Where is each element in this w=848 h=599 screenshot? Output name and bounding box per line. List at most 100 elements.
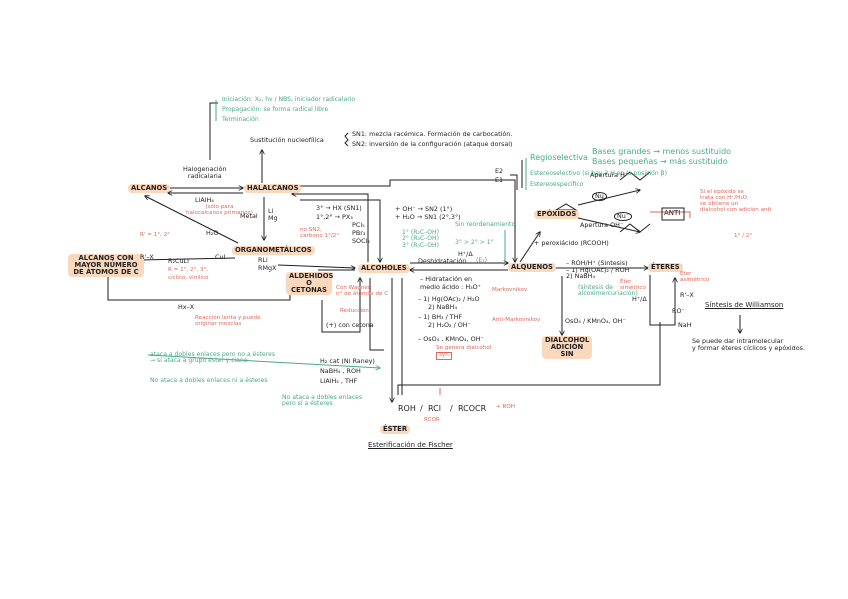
ester-rcor: RCOR (424, 417, 440, 423)
node-alcanos-mayor-line-2: MAYOR NÚMERO (74, 261, 138, 270)
hid-oso4: – OsO₄ , KMnO₄, OH⁻ (418, 335, 484, 343)
alcalq-e1: (E₁) (476, 257, 488, 264)
halogenacion-title: Halogenación radicalaria (183, 166, 227, 179)
line-eteres-return (397, 322, 661, 395)
epox-nota-line-4: dialcohol con adición anti (700, 206, 772, 213)
sustitucion-title: Sustitución nucleofílica (250, 136, 324, 144)
eter-simetrico-line-1: Éter (620, 279, 632, 285)
ester-esterificacion: Esterificación de Fischer (368, 441, 453, 449)
epox-nu2: Nu⁻ (614, 212, 633, 221)
hid-bh1: – 1) BH₃ / THF (418, 313, 463, 321)
sustitucion-sn1: SN1: mezcla racémica. Formación de carbo… (352, 130, 513, 138)
ester-reactivo-2: RCl (428, 404, 441, 413)
epox-apertura-h: Apertura H⁺ (590, 171, 629, 179)
red-no-ataca2-line-2: pero sí a ésteres (282, 400, 333, 408)
eter-nah: NaH (678, 321, 692, 329)
reag-hx2: 1°,2° → PX₃ (316, 213, 353, 221)
line-reduccion (369, 278, 384, 351)
eter-ro: RO⁻ (672, 307, 685, 315)
organo-hx: Hx–X (178, 303, 195, 311)
label-li-mg: Li Mg (268, 208, 278, 221)
eter-alcoxi: (síntesis de alcoximercuriación) (578, 284, 638, 298)
reag-hx: 3° → HX (SN1) (316, 204, 362, 212)
elim-bases-grandes: Bases grandes → menos sustituido (592, 147, 732, 156)
organo-cui: CuI (215, 253, 226, 261)
sketch-diol-2 (619, 223, 651, 233)
node-ester: ÉSTER (380, 425, 411, 435)
red-no-ataca2: No ataca a dobles enlaces pero sí a éste… (282, 394, 362, 408)
bracket-sn (344, 132, 349, 147)
eter-rohe-line-2: – 1) Hg(OAc)₂ / ROH (566, 265, 630, 274)
arrow-aldehidos-alcoholes (321, 278, 360, 333)
node-alcanos-mayor: ALCANOS CON MAYOR NÚMERO DE ÁTOMOS DE C (68, 254, 144, 278)
node-alcanos-mayor-line-3: DE ÁTOMOS DE C (73, 268, 139, 277)
epox-regio: 1° / 2° (734, 233, 753, 239)
green-arrow-ataca (147, 354, 380, 368)
eter-rohe-line-3: 2) NaBH₄ (566, 272, 596, 281)
reag-con-wagner-line-1: Con Wagner: (336, 285, 372, 291)
node-eteres: ÉTERES (648, 263, 683, 273)
hid-genera: Se genera dialcohol syn (436, 345, 492, 360)
hid-hid: – Hidratación en (420, 275, 473, 283)
elim-bases-pequenas: Bases pequeñas → más sustituido (592, 157, 728, 166)
epox-perox: + peroxiácido (RCOOH) (534, 239, 609, 247)
hid-markov: Markovnikov (492, 287, 528, 293)
epox-nota-line-1: Si el epóxido se (700, 189, 744, 195)
eter-rohe-line-1: – ROH/H⁺ (Sintesis) (566, 259, 628, 267)
eter-asimetrico-line-1: Éter (680, 271, 692, 277)
organo-r-tipos2: cíclico, vinílico (168, 275, 209, 281)
eter-simetrico-line-2: simétrico (620, 284, 646, 291)
reag-nota-line-2: carbono 1°/2° (300, 232, 340, 239)
red-line-epoxido (650, 211, 691, 218)
eter-alcoxi-line-2: alcoximercuriación) (578, 290, 638, 298)
arrow-organo-alcoholes (277, 264, 355, 268)
alcalq-oh-sn2: + OH⁻ → SN2 (1°) (395, 205, 453, 213)
organo-reaccion-lenta: Reacción lenta y puede originar mezclas (195, 315, 261, 328)
eter-williamson: Síntesis de Williamson (705, 301, 784, 309)
bracket-e (510, 174, 518, 190)
red-no-ataca: No ataca a dobles enlaces ni a ésteres (150, 377, 268, 384)
reag-socl2: SOCl₂ (352, 237, 370, 245)
hid-antimarkov: Anti-Markovnikov (492, 317, 541, 323)
bracket-radical (209, 102, 218, 160)
eter-asimetrico-line-2: asimétrico (680, 276, 710, 283)
elim-e1: E1 (495, 176, 504, 184)
eter-intramolecular-line-2: y formar éteres cíclicos y epóxidos. (692, 343, 805, 352)
radical-iniciacion: Iniciación: X₂, hν / NBS, iniciador radi… (222, 96, 356, 103)
reag-nota-line-1: no SN2, (300, 227, 322, 233)
label-mg: Mg (268, 213, 278, 222)
label-h2o: H₂O (206, 229, 219, 237)
eter-intramolecular: Se puede dar intramolecular y formar éte… (692, 338, 805, 351)
hid-hg1: – 1) Hg(OAc)₂ / H₂O (418, 295, 480, 303)
hid-hg2: 2) NaBH₄ (428, 303, 458, 311)
organo-rx: R'–X (140, 253, 154, 261)
node-alcanos-mayor-line-1: ALCANOS CON (78, 254, 134, 262)
alcalq-r-line-3: 3° (R₃C–OH) (402, 241, 439, 249)
node-alquenos: ALQUENOS (508, 263, 556, 273)
node-organometalicos: ORGANOMETÁLICOS (232, 246, 315, 256)
ester-roh-red: + ROH (496, 404, 515, 410)
organo-r-tipos: R = 1°, 2°, 3°, (168, 267, 209, 273)
halogenacion-title-line-2: radicalaria (187, 171, 222, 180)
radical-propagacion: Propagación: se forma radical libre (222, 106, 329, 113)
anti-box (661, 207, 685, 221)
organo-reaccion-lenta-line-2: originar mezclas (195, 320, 242, 327)
eter-h-delta: H⁺/Δ (632, 295, 647, 303)
alcalq-reordenamiento: Sin reordenamiento (455, 221, 516, 228)
alcalq-h2o-sn1: + H₂O → SN1 (2°,3°) (395, 213, 461, 221)
hid-genera-line-1: Se genera dialcohol (436, 345, 492, 351)
arrow-organo-alcanosmayor (140, 258, 236, 260)
aldehidos-reduccion: Reducción (340, 308, 369, 314)
arrow-apertura-oh (577, 217, 640, 232)
arrow-halalcanos-alcoholes (300, 199, 380, 262)
organo-r-note: R' = 1°, 2° (140, 232, 170, 238)
eter-intramolecular-line-1: Se puede dar intramolecular (692, 337, 784, 345)
halogenacion-title-line-1: Halogenación (183, 165, 227, 173)
alcalq-r-lines: 1° (R₂C–OH) 2° (R₂C–OH) 3° (R₃C–OH) (402, 229, 439, 249)
reag-pcl5: PCl₅ (352, 221, 365, 229)
note-lialh4-line-2: halocalcanos primarios) (186, 209, 253, 216)
alcalq-grados: 3° > 2° > 1° (455, 239, 494, 246)
epox-nu1: Nu (592, 192, 607, 201)
sketch-diol-1 (619, 171, 651, 181)
eter-alcoxi-line-1: (síntesis de (578, 284, 613, 291)
